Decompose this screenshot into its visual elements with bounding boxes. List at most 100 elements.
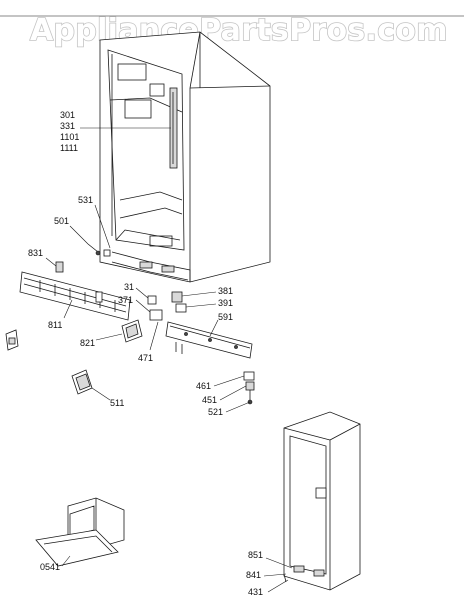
- leg-461: [243, 371, 255, 381]
- kickplate-grille: [19, 271, 131, 321]
- control-box: [149, 83, 165, 97]
- base-slot-2: [161, 265, 175, 273]
- rear-top-side: [329, 423, 361, 441]
- leader-0541: [61, 555, 71, 567]
- leg-bracket-511: [71, 369, 111, 401]
- leader-391: [185, 303, 217, 308]
- grille-clip: [95, 291, 103, 303]
- rail-bracket-591: [165, 319, 253, 359]
- crisper-lower: [119, 207, 183, 219]
- fastener-31: [147, 295, 157, 305]
- fastener-381: [171, 291, 183, 303]
- callout-831: 831: [28, 248, 43, 258]
- rear-screw: [283, 573, 287, 583]
- leader-831: [45, 257, 57, 267]
- screw-501-shaft: [87, 243, 99, 253]
- bracket-plate-edge: [43, 535, 113, 553]
- watermark-logo: AppliancePartsPros.com: [0, 12, 464, 49]
- inner-liner: [107, 49, 185, 251]
- leg-451: [245, 381, 255, 391]
- base-slot-1: [139, 261, 153, 269]
- rear-top-front: [283, 427, 331, 441]
- callout-391: 391: [218, 298, 233, 308]
- clip-531: [103, 249, 111, 257]
- refrigerator-rear-view: [263, 411, 361, 593]
- bracket-base-plate: [35, 529, 119, 567]
- callout-841: 841: [246, 570, 261, 580]
- shelf-rail: [169, 87, 178, 169]
- callout-331: 331: [60, 121, 75, 131]
- rail-hole-1: [184, 332, 188, 336]
- rail-bracket-591-edge: [169, 325, 251, 349]
- callout-821: 821: [80, 338, 95, 348]
- grille-body: [19, 271, 131, 321]
- leader-811: [63, 299, 73, 319]
- rear-label-plate: [315, 487, 327, 499]
- crisper-shelf: [119, 191, 183, 201]
- callout-301: 301: [60, 110, 75, 120]
- callout-811: 811: [48, 320, 62, 330]
- light-housing: [124, 99, 152, 119]
- leader-851: [265, 557, 293, 569]
- liner-floor: [115, 229, 181, 241]
- callout-371: 371: [118, 295, 133, 305]
- leader-501: [69, 225, 89, 245]
- leg-bracket-511-inner: [75, 373, 91, 391]
- base-shipping-bracket: [35, 497, 125, 567]
- leader-511: [91, 387, 111, 401]
- leader-531: [94, 204, 111, 249]
- leader-591: [209, 319, 219, 337]
- bracket-821-inner: [125, 323, 139, 339]
- leader-521: [225, 401, 251, 413]
- rail-hole-3: [234, 345, 238, 349]
- clip-831: [45, 257, 64, 273]
- callout-451: 451: [202, 395, 217, 405]
- callout-0541: 0541: [40, 562, 60, 572]
- callout-501: 501: [54, 216, 69, 226]
- callout-851: 851: [248, 550, 263, 560]
- leader-821: [95, 333, 123, 341]
- clip-831-body: [55, 261, 64, 273]
- callout-471: 471: [138, 353, 153, 363]
- callout-431: 431: [248, 587, 263, 597]
- leader-431: [267, 579, 289, 593]
- leader-31: [135, 287, 149, 299]
- leader-471: [149, 321, 159, 351]
- refrigerator-cabinet: [99, 31, 271, 283]
- watermark-text: AppliancePartsPros.com: [30, 13, 448, 48]
- fastener-371: [149, 309, 163, 321]
- fastener-cluster: [135, 287, 217, 351]
- leg-bracket-left: [5, 329, 19, 351]
- callout-381: 381: [218, 286, 233, 296]
- callout-labels: 301 331 1101 1111 531 501 831 811 31 371…: [28, 110, 263, 597]
- leg-bracket-left-hole: [8, 337, 16, 345]
- bracket-821: [95, 319, 143, 343]
- rear-cabinet-outline: [283, 411, 361, 591]
- screw-501: [87, 243, 101, 256]
- rail-hole-2: [208, 338, 212, 342]
- rear-foot-slot-1: [293, 565, 305, 573]
- leader-371: [135, 299, 151, 313]
- cabinet-top-rear: [189, 85, 271, 89]
- screw-501-head: [95, 250, 101, 256]
- cabinet-top-corner: [189, 31, 201, 89]
- grille-slot-line-1: [23, 277, 127, 307]
- cabinet-base-lower: [111, 261, 189, 281]
- freezer-vent: [117, 63, 147, 81]
- callout-1101: 1101: [60, 132, 79, 142]
- grille-slot-line-2: [23, 283, 127, 313]
- rear-panel: [289, 435, 327, 575]
- leader-451: [219, 385, 247, 401]
- callout-511: 511: [110, 398, 124, 408]
- callout-461: 461: [196, 381, 211, 391]
- leveling-leg-right: [213, 371, 255, 413]
- leader-461: [213, 375, 245, 387]
- leader-841: [263, 573, 287, 577]
- callout-31: 31: [124, 282, 134, 292]
- leader-381: [181, 291, 217, 297]
- callout-1111: 1111: [60, 143, 78, 153]
- callout-591: 591: [218, 312, 233, 322]
- callout-531: 531: [78, 195, 93, 205]
- fastener-391: [175, 303, 187, 313]
